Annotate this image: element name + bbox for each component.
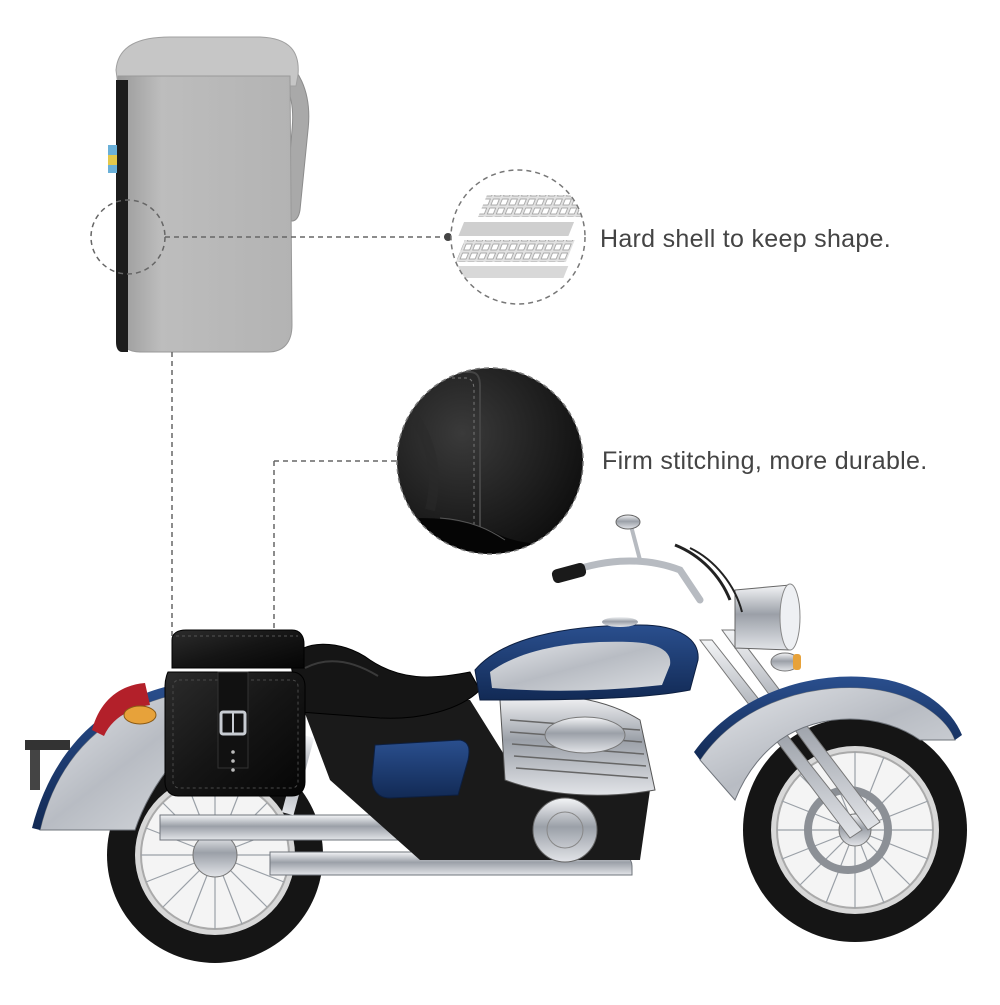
leader-dot: [444, 233, 452, 241]
stitched-leather-icon: [396, 367, 584, 555]
v-twin-engine: [499, 694, 656, 863]
leader-lines: [165, 236, 446, 640]
stitching-label: Firm stitching, more durable.: [602, 447, 928, 475]
mesh-layers-icon: [450, 169, 586, 305]
gray-saddlebag-side-view: [90, 36, 310, 353]
black-leather-saddlebag: [164, 629, 306, 797]
hard-shell-label: Hard shell to keep shape.: [600, 225, 892, 253]
